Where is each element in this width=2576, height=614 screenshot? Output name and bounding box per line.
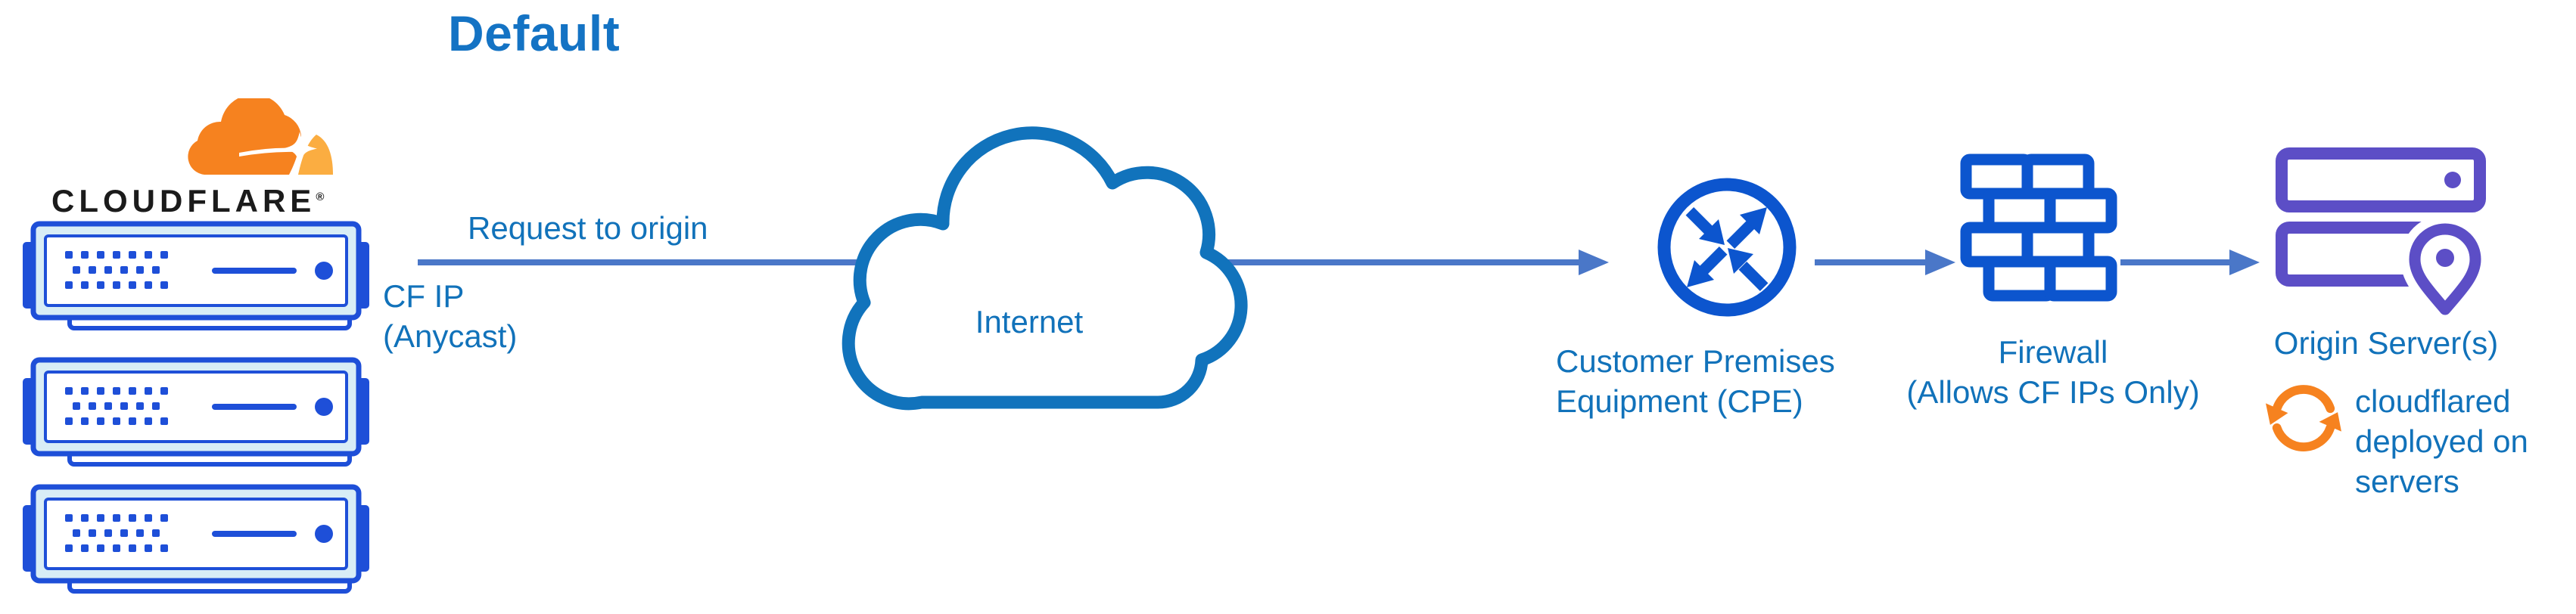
cpe-label: Customer Premises Equipment (CPE) (1556, 343, 1835, 419)
cloudflared-sync-icon (2266, 385, 2341, 451)
internet-cloud-icon (842, 126, 1248, 411)
arrowhead-to-cpe (1579, 250, 1609, 275)
request-to-origin-label: Request to origin (468, 210, 708, 246)
cloudflare-logo-icon (188, 98, 333, 175)
origin-server-icon (2276, 147, 2490, 320)
firewall-label: Firewall (Allows CF IPs Only) (1906, 334, 2200, 410)
router-arrows (1685, 207, 1769, 291)
edge-server-icon-1 (21, 219, 371, 333)
cpe-router-icon (1657, 178, 1797, 317)
internet-label: Internet (975, 304, 1084, 340)
arrowhead-to-origin (2229, 250, 2260, 275)
cf-ip-anycast-label: CF IP (Anycast) (383, 278, 518, 354)
arrowhead-to-firewall (1925, 250, 1955, 275)
edge-server-icon-2 (21, 355, 371, 469)
edge-server-icon-3 (21, 482, 371, 596)
origin-server-label: Origin Server(s) (2273, 325, 2499, 361)
cloudflare-wordmark: CLOUDFLARE® (51, 183, 325, 219)
location-pin-icon (2400, 215, 2490, 320)
cloudflared-note: cloudflared deployed on servers (2355, 383, 2528, 499)
registered-trademark: ® (316, 191, 325, 203)
page-title: Default (448, 5, 621, 61)
firewall-icon (1960, 154, 2117, 302)
flow-line-firewall-to-origin (2120, 259, 2232, 265)
flow-line-cpe-to-firewall (1815, 259, 1928, 265)
